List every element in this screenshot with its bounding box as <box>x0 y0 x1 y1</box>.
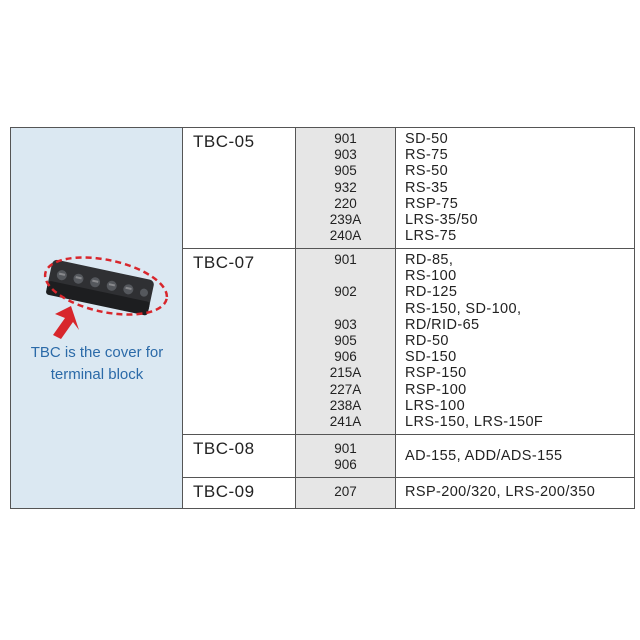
code: 903 <box>334 316 357 332</box>
code: 227A <box>329 381 362 397</box>
code: 207 <box>334 484 357 499</box>
caption-line: TBC is the cover for <box>30 344 164 361</box>
unit-column: RD-85, RS-100 RD-125 RS-150, SD-100, RD/… <box>396 249 634 434</box>
unit: RS-150, SD-100, <box>405 300 522 317</box>
unit: RSP-100 <box>405 381 467 398</box>
terminal-block-image <box>43 256 169 339</box>
model-name: TBC-08 <box>183 435 296 477</box>
model-list: TBC-05 901 903 905 932 220 239A 240A SD-… <box>183 128 634 508</box>
code: 220 <box>334 195 357 211</box>
code: 215A <box>329 365 362 381</box>
unit: RD-125 <box>405 284 458 301</box>
model-name: TBC-09 <box>183 478 296 508</box>
unit: RS-35 <box>405 179 449 196</box>
table-row: TBC-05 901 903 905 932 220 239A 240A SD-… <box>183 128 634 249</box>
code-column: 901 902 903 905 906 215A 227A 238A 241A <box>296 249 396 434</box>
code: 238A <box>329 397 362 413</box>
unit: RSP-75 <box>405 195 459 212</box>
unit: RS-50 <box>405 163 449 180</box>
code: 901 <box>334 441 357 456</box>
code: 241A <box>329 413 362 429</box>
code: 906 <box>334 457 357 473</box>
code: 906 <box>334 349 357 365</box>
unit: SD-50 <box>405 131 449 147</box>
model-name: TBC-05 <box>183 128 296 248</box>
unit: RD-50 <box>405 332 449 349</box>
arrow-icon <box>53 306 79 339</box>
code: 901 <box>334 252 357 267</box>
code-column: 901 903 905 932 220 239A 240A <box>296 128 396 248</box>
code: 903 <box>334 147 357 163</box>
compatibility-table: TBC is the cover for terminal block TBC-… <box>10 127 635 509</box>
highlight-ellipse <box>43 256 169 316</box>
unit: LRS-150, LRS-150F <box>405 413 544 430</box>
unit: RS-100 <box>405 268 457 285</box>
unit-column: AD-155, ADD/ADS-155 <box>396 435 634 477</box>
table-row: TBC-07 901 902 903 905 906 215A 227A 238… <box>183 249 634 435</box>
unit: RS-75 <box>405 147 449 164</box>
unit <box>405 435 634 448</box>
unit: RD/RID-65 <box>405 316 480 333</box>
code-column: 207 <box>296 478 396 508</box>
code-column: 901 906 <box>296 435 396 477</box>
unit: LRS-100 <box>405 397 466 414</box>
unit: LRS-35/50 <box>405 211 478 228</box>
unit-column: SD-50 RS-75 RS-50 RS-35 RSP-75 LRS-35/50… <box>396 128 634 248</box>
code: 905 <box>334 163 357 179</box>
code: 239A <box>329 211 362 227</box>
code: 902 <box>334 284 357 300</box>
unit: RSP-150 <box>405 365 467 382</box>
unit-column: RSP-200/320, LRS-200/350 <box>396 478 634 508</box>
product-image-cell: TBC is the cover for terminal block <box>11 128 183 508</box>
unit: RSP-200/320, LRS-200/350 <box>405 484 596 500</box>
code: 932 <box>334 179 357 195</box>
unit: RD-85, <box>405 252 454 268</box>
code: 901 <box>334 131 357 146</box>
code: 240A <box>329 228 362 244</box>
code: 905 <box>334 332 357 348</box>
unit: SD-150 <box>405 349 457 366</box>
table-row: TBC-08 901 906 AD-155, ADD/ADS-155 <box>183 435 634 478</box>
model-name: TBC-07 <box>183 249 296 434</box>
caption-line: terminal block <box>50 366 144 383</box>
image-caption: TBC is the cover for terminal block <box>11 342 183 386</box>
unit: AD-155, ADD/ADS-155 <box>405 448 563 464</box>
table-row: TBC-09 207 RSP-200/320, LRS-200/350 <box>183 478 634 508</box>
unit: LRS-75 <box>405 228 457 245</box>
